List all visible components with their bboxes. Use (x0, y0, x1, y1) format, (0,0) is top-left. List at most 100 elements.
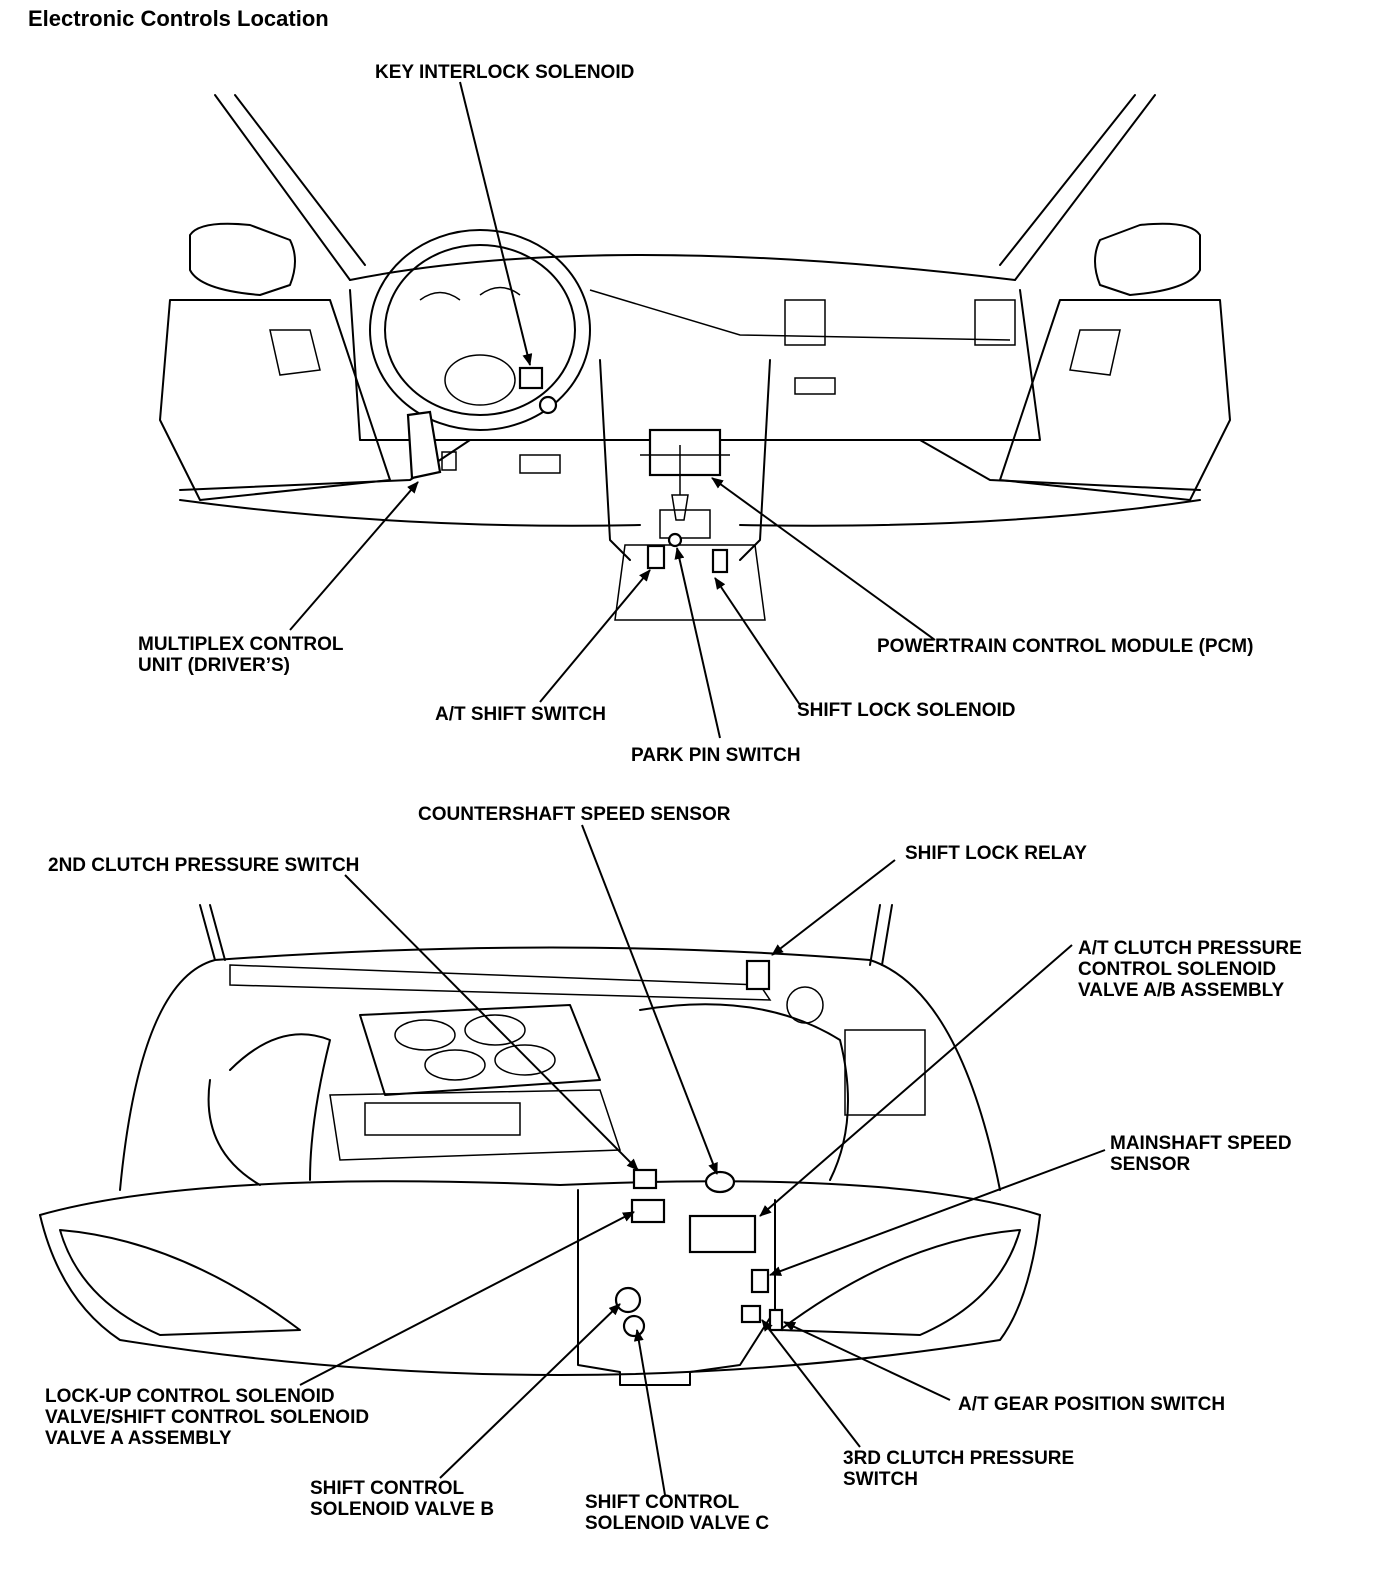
left-door-handle (269, 329, 321, 376)
label-mainshaft-line2: SENSOR (1110, 1154, 1191, 1175)
multiplex-connector (441, 451, 457, 471)
countershaft-sensor-part (704, 1170, 736, 1194)
label-multiplex-line1: MULTIPLEX CONTROL (138, 634, 344, 655)
label-at-shift-switch: A/T SHIFT SWITCH (435, 704, 606, 725)
label-at-clutch-line2: CONTROL SOLENOID (1078, 959, 1277, 980)
shift-lever (671, 445, 689, 521)
label-park-pin-switch: PARK PIN SWITCH (631, 745, 801, 766)
leader-mainshaft (769, 1149, 1106, 1276)
left-door (159, 299, 391, 501)
right-door-handle (1069, 329, 1121, 376)
label-lockup-line1: LOCK-UP CONTROL SOLENOID (45, 1386, 335, 1407)
at-shift-switch-part (646, 544, 666, 570)
intake-runner-3 (424, 1049, 486, 1081)
label-at-gear-position-switch: A/T GEAR POSITION SWITCH (958, 1394, 1226, 1415)
third-clutch-switch-part (740, 1304, 762, 1324)
leader-multiplex (289, 481, 419, 631)
steering-wheel-outer (369, 229, 591, 431)
left-mirror (189, 222, 296, 296)
leader-lockup (299, 1211, 635, 1386)
label-lockup-control-solenoid: LOCK-UP CONTROL SOLENOID VALVE/SHIFT CON… (45, 1386, 369, 1449)
leader-gear-position (783, 1321, 951, 1401)
multiplex-unit (406, 410, 442, 480)
shift-lock-relay-part (745, 959, 771, 991)
valve-b-part (614, 1286, 642, 1314)
dash-line (589, 289, 1011, 341)
label-at-clutch-line3: VALVE A/B ASSEMBLY (1078, 980, 1285, 1001)
intake-runner-1 (394, 1019, 456, 1051)
dashboard-top (349, 254, 1016, 281)
console-base (614, 544, 766, 621)
leader-shift-lock-solenoid (714, 577, 801, 706)
right-vent (974, 299, 1016, 346)
left-hood-strut (199, 904, 226, 961)
leader-at-shift-switch (539, 569, 651, 703)
leader-park-pin-switch (674, 547, 721, 739)
label-third-clutch-line2: SWITCH (843, 1469, 918, 1490)
label-valve-b-line2: SOLENOID VALVE B (310, 1499, 495, 1520)
label-valve-c-line2: SOLENOID VALVE C (585, 1513, 770, 1534)
right-mirror (1094, 222, 1201, 296)
fender-outline (119, 946, 1001, 1191)
leader-key-interlock (459, 81, 533, 366)
label-shift-lock-relay: SHIFT LOCK RELAY (905, 843, 1087, 864)
intake-runner-2 (464, 1014, 526, 1046)
center-vent (784, 299, 826, 346)
at-clutch-solenoid-part (688, 1214, 757, 1254)
label-pcm: POWERTRAIN CONTROL MODULE (PCM) (877, 636, 1254, 657)
pcm-box (648, 428, 722, 477)
pedal (519, 454, 561, 474)
left-a-pillar (214, 94, 366, 281)
label-at-clutch-line1: A/T CLUTCH PRESSURE (1078, 938, 1302, 959)
mainshaft-sensor-part (750, 1268, 770, 1294)
shift-lock-solenoid-part (711, 548, 729, 574)
interior-view (159, 94, 1231, 621)
leader-third-clutch (761, 1319, 861, 1448)
intake-runner-4 (494, 1044, 556, 1076)
steering-wheel-inner (384, 244, 576, 416)
fuse-box (844, 1029, 926, 1116)
instrument-gauges (419, 286, 521, 301)
cylinder-head (329, 1089, 622, 1161)
label-third-clutch-line1: 3RD CLUTCH PRESSURE (843, 1448, 1075, 1469)
right-headlight (779, 1229, 1021, 1336)
steering-hub (444, 354, 516, 406)
label-third-clutch-pressure-switch: 3RD CLUTCH PRESSURE SWITCH (843, 1448, 1074, 1490)
label-shift-control-solenoid-b: SHIFT CONTROL SOLENOID VALVE B (310, 1478, 494, 1520)
label-shift-control-solenoid-c: SHIFT CONTROL SOLENOID VALVE C (585, 1492, 769, 1534)
label-at-clutch-pressure-control: A/T CLUTCH PRESSURE CONTROL SOLENOID VAL… (1078, 938, 1302, 1001)
left-headlight (59, 1229, 301, 1336)
leader-pcm (711, 477, 936, 641)
label-key-interlock-solenoid: KEY INTERLOCK SOLENOID (375, 62, 635, 83)
fluid-cap (786, 986, 824, 1024)
page-title: Electronic Controls Location (28, 6, 329, 31)
leader-valve-c (633, 1329, 666, 1496)
lower-dash (179, 439, 1201, 491)
intake-manifold (359, 1004, 601, 1096)
right-door (999, 299, 1231, 501)
dashboard-face (349, 289, 1041, 441)
floor-line (179, 499, 1201, 527)
right-hood-strut (869, 904, 893, 966)
engine-view (39, 904, 1041, 1386)
wiring-harness (207, 1003, 849, 1186)
label-multiplex-control-unit: MULTIPLEX CONTROL UNIT (DRIVER’S) (138, 634, 343, 676)
label-lockup-line3: VALVE A ASSEMBLY (45, 1428, 232, 1449)
radiator-hose (229, 1033, 331, 1181)
second-clutch-switch-part (632, 1168, 658, 1190)
label-countershaft-speed-sensor: COUNTERSHAFT SPEED SENSOR (418, 804, 731, 825)
label-valve-c-line1: SHIFT CONTROL (585, 1492, 740, 1513)
label-multiplex-line2: UNIT (DRIVER’S) (138, 655, 290, 676)
front-bumper (39, 1214, 1041, 1376)
park-pin-switch-part (667, 532, 683, 548)
lockup-solenoid-part (630, 1198, 666, 1224)
hood-edge (39, 1180, 1041, 1216)
right-a-pillar (999, 94, 1156, 281)
leader-valve-b (439, 1303, 621, 1479)
valve-cover (364, 1102, 521, 1136)
label-shift-lock-solenoid: SHIFT LOCK SOLENOID (797, 700, 1016, 721)
ignition-switch (538, 395, 558, 415)
glovebox-latch (794, 377, 836, 395)
leader-countershaft (581, 824, 718, 1175)
